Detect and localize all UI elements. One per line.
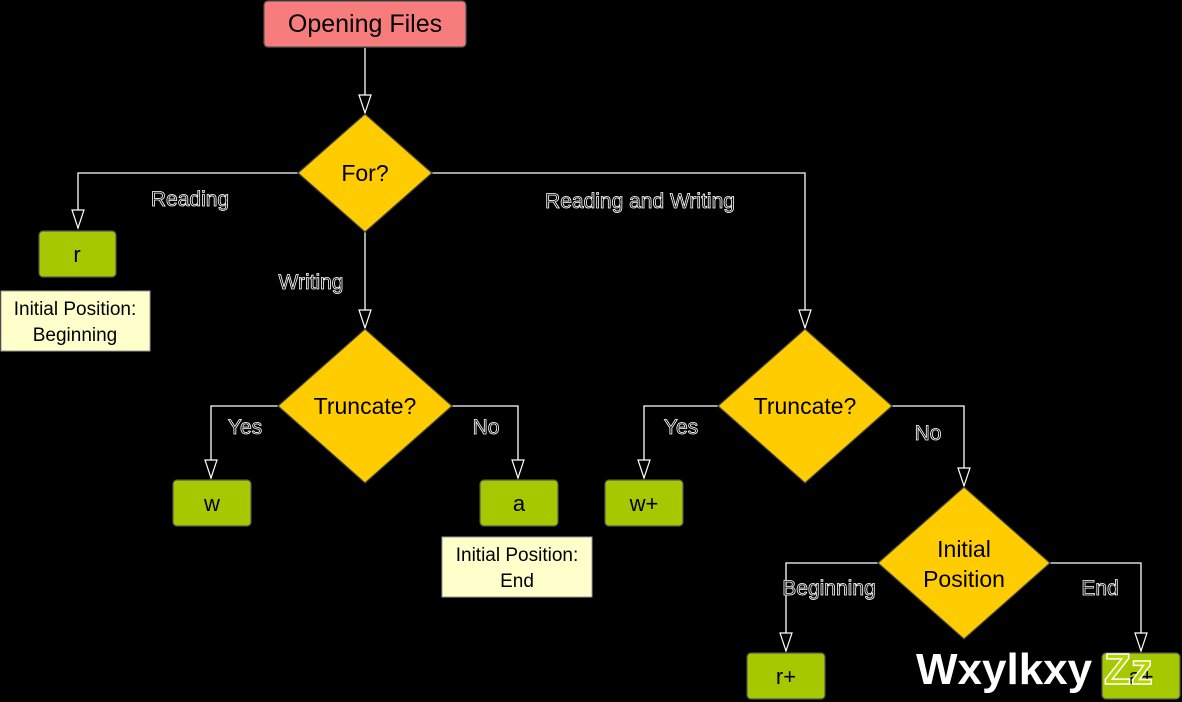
decision-truncate-rw: Truncate? <box>717 328 893 484</box>
start-title: Opening Files <box>288 10 442 38</box>
mode-node-r-plus: r+ <box>746 652 826 700</box>
note-a-line1: Initial Position: <box>456 545 579 566</box>
mode-w-label: w <box>203 491 220 516</box>
edge-label-yes-right: Yes <box>664 416 698 439</box>
mode-w-plus-label: w+ <box>629 491 659 516</box>
arrow-to-truncate-2 <box>798 309 812 330</box>
arrowheads <box>71 94 1148 653</box>
mode-node-a-plus: a+ <box>1101 652 1181 700</box>
edge-label-beginning: Beginning <box>782 577 875 600</box>
edge-trunc2-no <box>891 405 965 486</box>
mode-r-label: r <box>73 242 80 267</box>
edge-init-end <box>1048 562 1142 651</box>
arrow-to-r <box>71 209 85 230</box>
note-r-line1: Initial Position: <box>14 299 137 320</box>
note-r-line2: Beginning <box>33 325 118 346</box>
note-r-position: Initial Position: Beginning <box>0 290 151 352</box>
arrow-to-a <box>511 459 525 480</box>
note-a-line2: End <box>500 571 534 592</box>
note-a-position: Initial Position: End <box>441 536 593 598</box>
edge-label-writing: Writing <box>279 271 344 294</box>
edge-trunc1-yes <box>210 405 279 478</box>
decision-for: For? <box>297 113 433 233</box>
decision-truncate-writing: Truncate? <box>277 328 453 484</box>
decision-truncate-writing-label: Truncate? <box>314 393 417 419</box>
mode-node-w-plus: w+ <box>604 479 684 527</box>
arrow-to-initial-position <box>957 467 971 488</box>
edge-label-yes-left: Yes <box>228 416 262 439</box>
decision-initial-position-line2: Position <box>923 566 1005 592</box>
mode-r-plus-label: r+ <box>776 664 796 689</box>
watermark: Wxylkxy Zz <box>916 644 1154 695</box>
arrow-to-a-plus <box>1134 632 1148 653</box>
arrow-to-for <box>358 94 372 115</box>
edge-label-reading-and-writing: Reading and Writing <box>545 190 735 213</box>
edge-labels: Reading Reading and Writing Writing Yes … <box>150 188 1119 601</box>
mode-a-label: a <box>513 491 526 516</box>
mode-node-r: r <box>38 230 117 278</box>
edge-label-no-left: No <box>473 416 500 439</box>
decision-initial-position: Initial Position <box>877 486 1051 640</box>
arrow-to-w-plus <box>637 459 651 480</box>
edge-for-reading-writing <box>432 172 806 328</box>
edge-label-end: End <box>1081 577 1118 600</box>
arrow-to-w <box>204 459 218 480</box>
edge-label-no-right: No <box>915 422 942 445</box>
decision-truncate-rw-label: Truncate? <box>754 393 857 419</box>
edge-label-reading: Reading <box>151 188 229 211</box>
mode-node-a: a <box>479 479 559 527</box>
arrow-to-r-plus <box>779 632 793 653</box>
edge-trunc1-no <box>451 405 519 478</box>
watermark-tail: Zz <box>1104 645 1153 694</box>
start-node: Opening Files <box>263 0 467 48</box>
decision-for-label: For? <box>341 160 388 186</box>
watermark-text: Wxylkxy <box>916 645 1093 694</box>
edge-init-beginning <box>785 562 880 651</box>
mode-a-plus-label: a+ <box>1128 664 1153 689</box>
arrow-to-truncate-1 <box>358 309 372 330</box>
edge-trunc2-yes <box>643 405 719 478</box>
edges <box>77 48 1142 651</box>
mode-node-w: w <box>172 479 252 527</box>
decision-initial-position-line1: Initial <box>937 536 991 562</box>
